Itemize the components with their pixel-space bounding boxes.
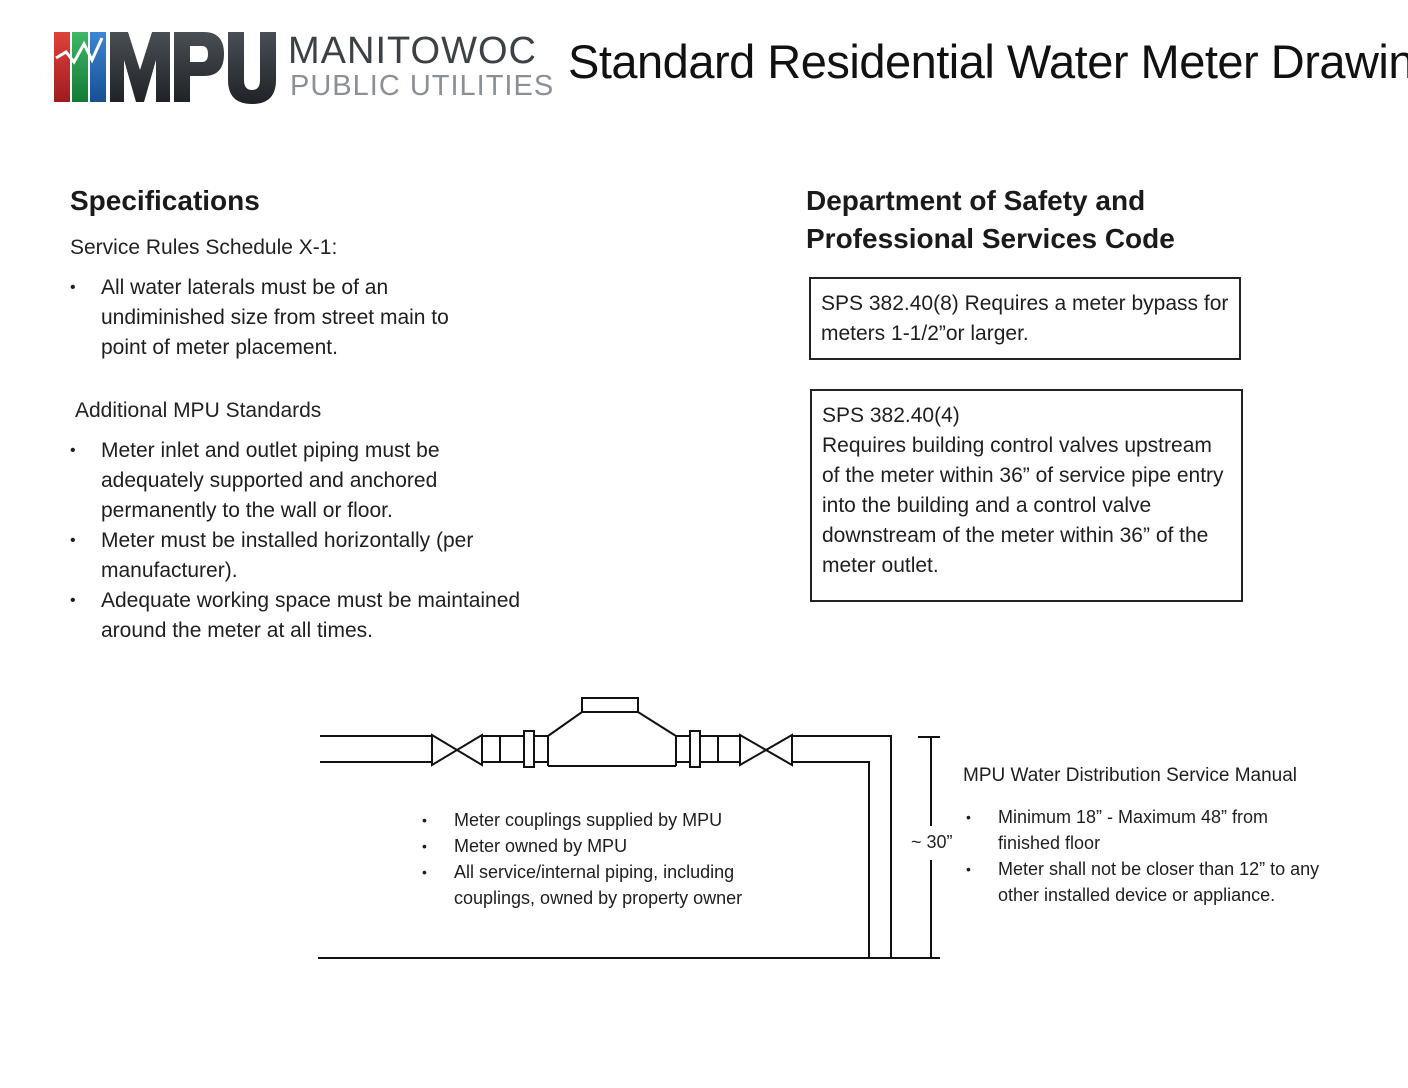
list-item: Adequate working space must be maintaine… xyxy=(70,586,530,646)
list-item: Meter shall not be closer than 12” to an… xyxy=(966,856,1336,908)
list-item: Meter inlet and outlet piping must be ad… xyxy=(70,436,461,526)
dsps-heading: Department of Safety and Professional Se… xyxy=(806,185,1175,254)
list-item: Meter couplings supplied by MPU xyxy=(422,807,762,833)
sps-valves-body: Requires building control valves upstrea… xyxy=(822,434,1224,577)
schedule-label: Service Rules Schedule X-1: xyxy=(70,236,338,259)
outlet-pipe-inner xyxy=(792,761,870,958)
brand-name: MANITOWOC xyxy=(288,30,537,72)
inlet-valve-icon xyxy=(431,733,483,767)
outlet-pipe-outer xyxy=(792,735,892,958)
logo-mark-icon xyxy=(54,32,276,104)
additional-standards-list: Meter inlet and outlet piping must be ad… xyxy=(70,436,530,646)
schedule-list: All water laterals must be of an undimin… xyxy=(70,273,470,363)
page-title: Standard Residential Water Meter Drawing xyxy=(568,35,1408,88)
height-dimension-label: ~ 30” xyxy=(911,832,953,852)
inlet-coupling-nut xyxy=(523,730,535,768)
specifications-heading: Specifications xyxy=(70,185,260,216)
brand-subtitle: PUBLIC UTILITIES xyxy=(290,70,555,102)
list-item: All water laterals must be of an undimin… xyxy=(70,273,470,363)
outlet-valve-icon xyxy=(739,733,793,767)
inlet-coupling xyxy=(481,735,525,763)
list-item: Meter owned by MPU xyxy=(422,833,762,859)
meter-body-top xyxy=(547,711,677,737)
ownership-notes-list: Meter couplings supplied by MPU Meter ow… xyxy=(422,807,762,911)
list-item: Meter must be installed horizontally (pe… xyxy=(70,526,481,586)
sps-bypass-box: SPS 382.40(8) Requires a meter bypass fo… xyxy=(809,277,1241,360)
manual-list: Minimum 18” - Maximum 48” from finished … xyxy=(966,804,1336,908)
list-item: All service/internal piping, including c… xyxy=(422,859,762,911)
outlet-coupling-nut xyxy=(689,730,701,768)
sps-valves-box: SPS 382.40(4) Requires building control … xyxy=(810,389,1243,602)
additional-standards-label: Additional MPU Standards xyxy=(75,399,322,422)
meter-register xyxy=(581,697,639,713)
list-item: Minimum 18” - Maximum 48” from finished … xyxy=(966,804,1298,856)
mpu-logo xyxy=(52,30,522,106)
sps-valves-title: SPS 382.40(4) xyxy=(822,404,960,427)
outlet-coupling xyxy=(699,735,741,763)
manual-title: MPU Water Distribution Service Manual xyxy=(963,765,1298,786)
